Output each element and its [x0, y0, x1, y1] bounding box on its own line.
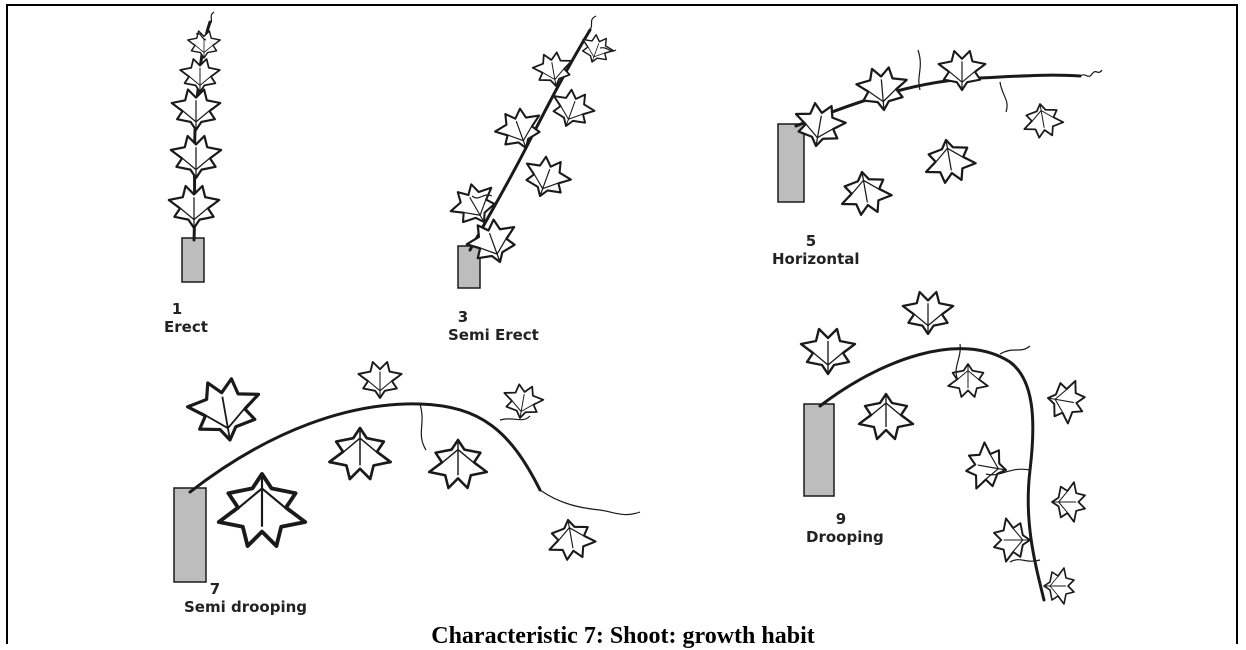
habit-9-label: Drooping [806, 528, 884, 546]
habit-3-code: 3 [448, 308, 478, 326]
shoot-semi-erect [444, 16, 616, 288]
habit-3-label: Semi Erect [448, 326, 539, 344]
habit-9-code: 9 [826, 510, 856, 528]
habit-5-label: Horizontal [772, 250, 860, 268]
habit-1-code: 1 [162, 300, 192, 318]
habit-5-code: 5 [796, 232, 826, 250]
shoot-semi-drooping [174, 362, 640, 582]
figure-caption: Characteristic 7: Shoot: growth habit [0, 622, 1246, 650]
shoot-drooping [801, 292, 1087, 604]
shoot-erect [169, 12, 221, 282]
habit-7-code: 7 [200, 580, 230, 598]
shoot-horizontal [778, 50, 1102, 218]
habit-7-label: Semi drooping [184, 598, 307, 616]
habit-1-label: Erect [164, 318, 208, 336]
